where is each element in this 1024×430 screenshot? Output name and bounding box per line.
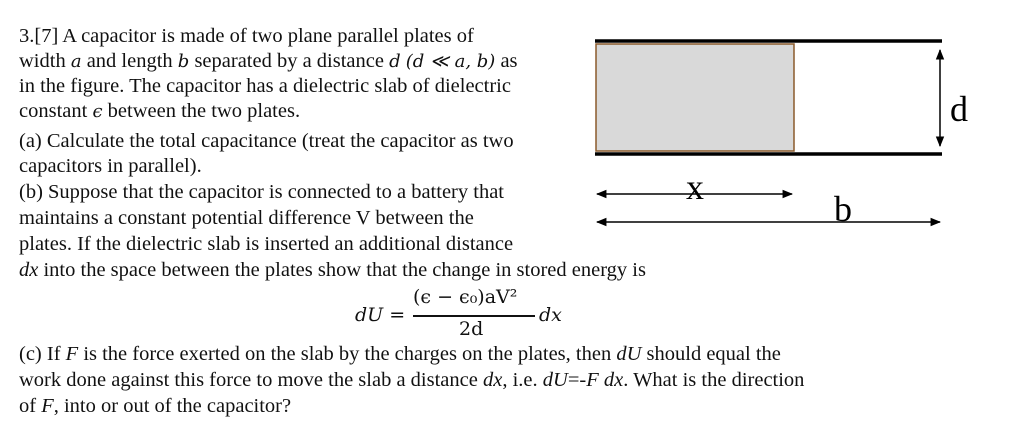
text-segment: as: [500, 50, 518, 72]
text-segment: is the force exerted on the slab by the …: [83, 343, 612, 365]
text-line-5: (a) Calculate the total capacitance (tre…: [19, 129, 514, 154]
text-segment: and length: [86, 50, 173, 72]
text-line-4: constant ϵ between the two plates.: [19, 99, 300, 124]
label-x: x: [686, 167, 704, 207]
energy-formula: dU = (ϵ − ϵ₀)aV² 2d dx: [355, 286, 575, 340]
text-segment: A capacitor is made of two plane paralle…: [62, 25, 474, 47]
text-line-13: of F, into or out of the capacitor?: [19, 394, 291, 419]
text-segment: , into or out of the capacitor?: [53, 395, 292, 417]
text-line-6: capacitors in parallel).: [19, 154, 202, 179]
math-var: d: [389, 51, 401, 72]
text-segment: plates. If the dielectric slab is insert…: [19, 233, 514, 255]
text-line-7: (b) Suppose that the capacitor is connec…: [19, 180, 504, 205]
text-segment: in the figure. The capacitor has a diele…: [19, 75, 511, 97]
math-var: b: [177, 51, 190, 72]
math-var: dx: [19, 259, 39, 281]
formula-denominator: 2d: [459, 318, 484, 340]
text-segment: separated by a distance: [194, 50, 384, 72]
text-line-10: dx into the space between the plates sho…: [19, 258, 646, 283]
text-segment: between the two plates.: [107, 100, 301, 122]
text-segment: =-: [567, 369, 587, 391]
text-segment: . What is the direction: [623, 369, 805, 391]
text-segment: should equal the: [646, 343, 781, 365]
text-segment: maintains a constant potential differenc…: [19, 207, 474, 229]
text-segment: (b) Suppose that the capacitor is connec…: [19, 181, 504, 203]
fraction-bar: [413, 315, 535, 317]
math-var: F dx: [586, 369, 624, 391]
text-segment: work done against this force to move the…: [19, 369, 478, 391]
text-segment: into the space between the plates show t…: [43, 259, 646, 281]
dielectric-slab: [595, 43, 795, 152]
math-var: dx: [482, 369, 503, 391]
text-line-1: 3.[7] A capacitor is made of two plane p…: [19, 24, 474, 49]
text-segment: constant: [19, 100, 88, 122]
text-line-8: maintains a constant potential differenc…: [19, 206, 474, 231]
text-segment: capacitors in parallel).: [19, 155, 202, 177]
text-segment: , i.e.: [502, 369, 538, 391]
text-segment: (a) Calculate the total capacitance (tre…: [19, 130, 514, 152]
text-line-9: plates. If the dielectric slab is insert…: [19, 232, 513, 257]
label-d: d: [950, 89, 968, 129]
text-line-12: work done against this force to move the…: [19, 368, 804, 393]
problem-number: 3.[7]: [19, 25, 59, 47]
math-var: ϵ: [92, 101, 103, 122]
text-segment: width: [19, 50, 66, 72]
formula-numerator: (ϵ − ϵ₀)aV²: [413, 286, 518, 308]
formula-rhs: dx: [539, 304, 562, 326]
formula-lhs: dU =: [355, 304, 406, 326]
math-var: a: [70, 51, 82, 72]
math-var: F: [65, 343, 79, 365]
math-var: dU: [616, 343, 642, 365]
math-var: dU: [542, 369, 568, 391]
math-var: F: [41, 395, 54, 417]
math-expr: (d ≪ a, b): [405, 51, 496, 72]
text-segment: of: [19, 395, 37, 417]
text-line-3: in the figure. The capacitor has a diele…: [19, 74, 511, 99]
text-line-11: (c) If F is the force exerted on the sla…: [19, 342, 781, 367]
text-segment: (c) If: [19, 343, 61, 365]
label-b: b: [834, 189, 852, 229]
text-line-2: width a and length b separated by a dist…: [19, 49, 518, 74]
